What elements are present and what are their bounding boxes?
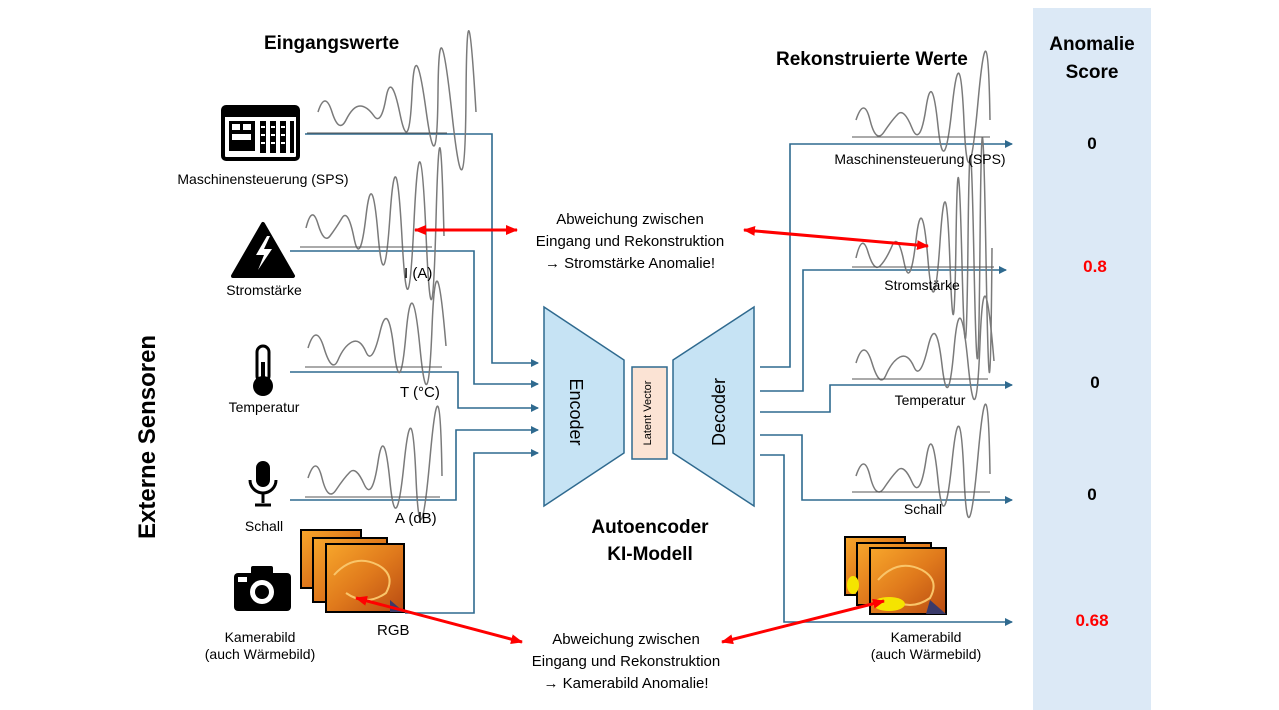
input-image-stack [300, 529, 405, 613]
output-line-camera [760, 454, 1013, 626]
waveform-output-sps [855, 50, 991, 164]
model-title-line2: KI-Modell [607, 544, 693, 565]
input-unit-camera: RGB [377, 622, 410, 639]
deviation-arrow-bottom-right [721, 598, 885, 645]
score-title-line1: Anomalie [1049, 34, 1135, 55]
score-schall: 0 [1087, 485, 1097, 504]
input-line-sps [305, 133, 539, 367]
heading-reconstructed-values: Rekonstruierte Werte [776, 49, 968, 70]
encoder-block [543, 305, 625, 508]
input-line-schall [290, 426, 539, 501]
model-title-line1: Autoencoder [591, 517, 709, 538]
input-label-temp: Temperatur [228, 399, 300, 415]
sensors-side-label: Externe Sensoren [134, 334, 161, 539]
output-label-camera: Kamerabild (auch Wärmebild) [870, 629, 982, 662]
score-panel [1033, 8, 1151, 710]
waveform-output-schall [855, 403, 991, 519]
score-strom: 0.8 [1083, 257, 1107, 276]
input-unit-schall: A (dB) [395, 510, 437, 527]
deviation-arrow-top-right [743, 225, 929, 251]
output-image-stack [844, 536, 947, 615]
score-temp: 0 [1090, 373, 1100, 392]
waveform-input-strom [305, 147, 445, 301]
input-line-temp [290, 371, 539, 412]
plc-icon [221, 105, 300, 161]
encoder-label: Encoder [566, 378, 586, 446]
decoder-block [672, 305, 755, 508]
waveform-input-temp [307, 280, 447, 386]
deviation-text-bottom: Abweichung zwischen Eingang und Rekonstr… [531, 631, 721, 692]
input-line-strom [290, 250, 539, 388]
input-label-camera: Kamerabild (auch Wärmebild) [204, 629, 316, 662]
input-label-sps: Maschinensteuerung (SPS) [177, 171, 349, 187]
output-label-strom: Stromstärke [884, 277, 960, 293]
deviation-arrow-bottom-left [355, 595, 523, 645]
waveform-input-schall [307, 405, 443, 521]
output-label-sps: Maschinensteuerung (SPS) [834, 151, 1006, 167]
input-unit-strom: I (A) [404, 265, 433, 282]
waveform-output-strom [855, 136, 993, 374]
input-label-strom: Stromstärke [226, 282, 302, 298]
waveform-input-sps [317, 30, 477, 171]
output-line-strom [760, 266, 1007, 392]
input-label-schall: Schall [244, 518, 284, 534]
output-line-sps [760, 140, 1013, 368]
input-unit-temp: T (°C) [400, 384, 440, 401]
output-line-schall [760, 434, 1013, 504]
camera-icon [234, 566, 291, 611]
latent-vector-block [631, 366, 668, 460]
heading-input-values: Eingangswerte [264, 33, 400, 54]
score-camera: 0.68 [1075, 611, 1109, 630]
latent-vector-label: Latent Vector [642, 380, 654, 446]
decoder-label: Decoder [709, 377, 729, 447]
input-line-camera [405, 449, 539, 614]
output-line-temp [760, 381, 1013, 413]
waveform-output-temp [855, 295, 995, 401]
output-label-schall: Schall [903, 501, 943, 517]
high-voltage-icon [231, 222, 295, 278]
thermometer-icon [253, 344, 273, 396]
deviation-text-top: Abweichung zwischen Eingang und Rekonstr… [535, 211, 725, 272]
microphone-icon [248, 461, 278, 507]
output-label-temp: Temperatur [894, 392, 966, 408]
score-title-line2: Score [1065, 62, 1119, 83]
score-sps: 0 [1087, 134, 1097, 153]
